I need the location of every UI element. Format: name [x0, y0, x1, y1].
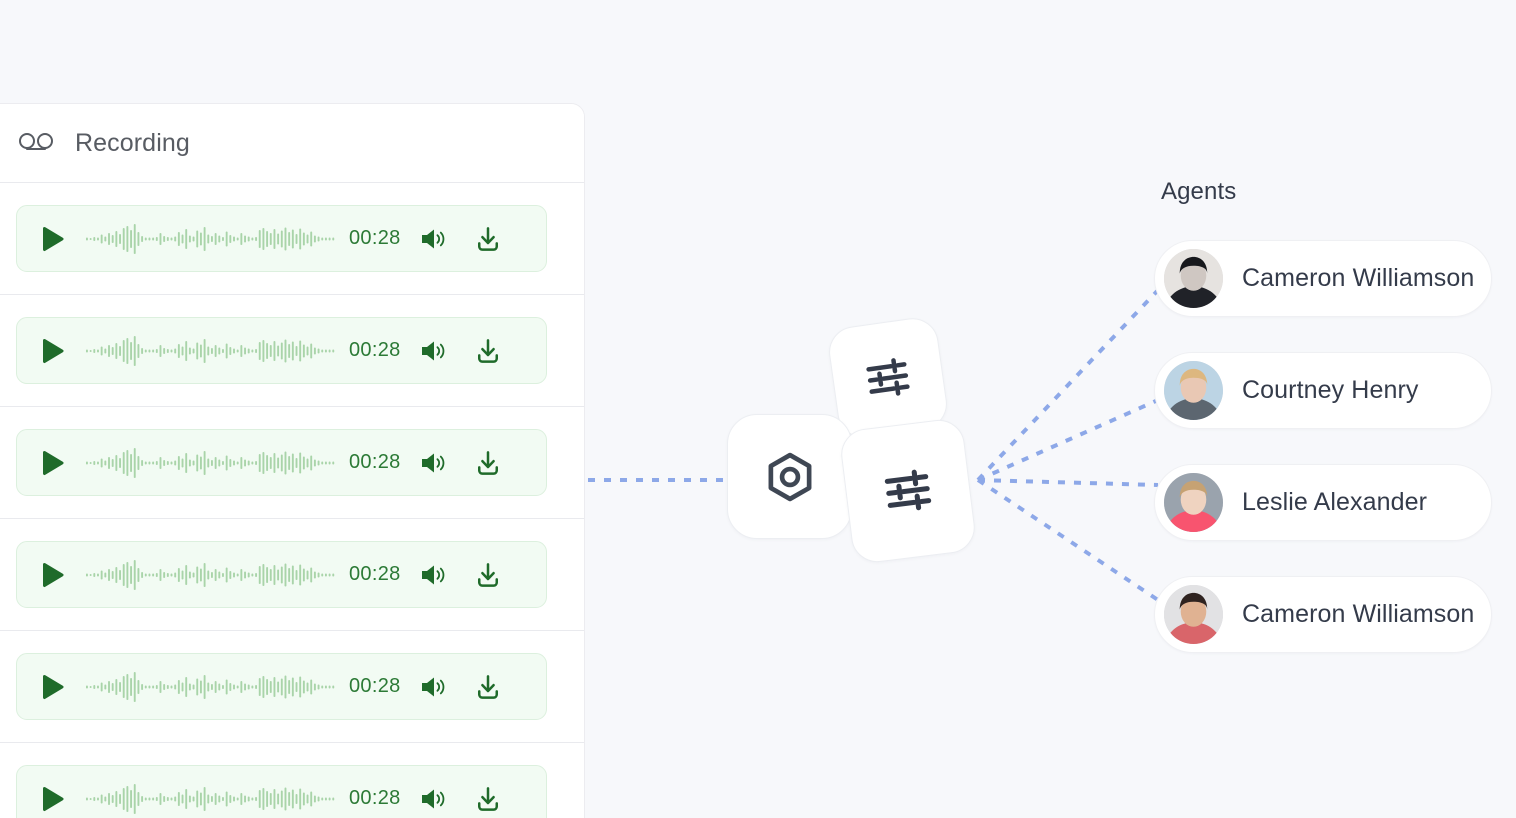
recording-card[interactable]: 00:28 [16, 205, 547, 272]
recording-row[interactable]: 00:28 [0, 631, 584, 743]
recording-row[interactable]: 00:28 [0, 407, 584, 519]
avatar [1164, 361, 1223, 420]
waveform [86, 783, 335, 814]
download-button[interactable] [473, 784, 503, 814]
agent-card[interactable]: Courtney Henry [1154, 352, 1492, 429]
avatar [1164, 473, 1223, 532]
node-sliders-top[interactable] [825, 314, 951, 442]
play-icon [43, 450, 64, 475]
play-button[interactable] [35, 782, 69, 816]
agent-name: Cameron Williamson [1242, 600, 1475, 628]
play-button[interactable] [35, 558, 69, 592]
download-icon [477, 786, 498, 811]
agent-card[interactable]: Leslie Alexander [1154, 464, 1492, 541]
recording-row[interactable]: 00:28 [0, 519, 584, 631]
recording-duration: 00:28 [349, 675, 401, 697]
recording-card[interactable]: 00:28 [16, 429, 547, 496]
play-button[interactable] [35, 334, 69, 368]
recording-card[interactable]: 00:28 [16, 541, 547, 608]
avatar-man-dark-hair [1164, 249, 1223, 308]
waveform [86, 671, 335, 702]
hexagon-nut-icon [768, 452, 811, 501]
download-icon [477, 674, 498, 699]
recording-row[interactable]: 00:28 [0, 183, 584, 295]
recording-duration: 00:28 [349, 227, 401, 249]
voicemail-icon [19, 133, 53, 150]
agents-heading: Agents [1161, 178, 1237, 205]
speaker-icon [421, 341, 444, 360]
recording-card[interactable]: 00:28 [16, 653, 547, 720]
recording-panel-header: Recording [0, 104, 584, 183]
recording-duration: 00:28 [349, 339, 401, 361]
play-icon [43, 226, 64, 251]
avatar [1164, 249, 1223, 308]
recording-card[interactable]: 00:28 [16, 317, 547, 384]
speaker-button[interactable] [419, 562, 449, 588]
avatar-man-beard-plaid [1164, 585, 1223, 644]
play-icon [43, 786, 64, 811]
download-button[interactable] [473, 448, 503, 478]
download-icon [477, 226, 498, 251]
recording-duration: 00:28 [349, 563, 401, 585]
agent-name: Courtney Henry [1242, 376, 1419, 404]
recording-duration: 00:28 [349, 451, 401, 473]
play-icon [43, 562, 64, 587]
sliders-icon [866, 358, 910, 396]
play-button[interactable] [35, 670, 69, 704]
play-icon [43, 338, 64, 363]
download-icon [477, 450, 498, 475]
download-button[interactable] [473, 336, 503, 366]
agent-name: Leslie Alexander [1242, 488, 1428, 516]
sliders-icon [884, 469, 932, 511]
avatar [1164, 585, 1223, 644]
node-sliders-bottom[interactable] [838, 416, 978, 566]
avatar-woman-pink-top [1164, 473, 1223, 532]
speaker-button[interactable] [419, 450, 449, 476]
play-button[interactable] [35, 446, 69, 480]
download-button[interactable] [473, 560, 503, 590]
recording-panel-title: Recording [75, 128, 190, 157]
download-icon [477, 338, 498, 363]
agent-card[interactable]: Cameron Williamson [1154, 240, 1492, 317]
download-button[interactable] [473, 224, 503, 254]
waveform [86, 335, 335, 366]
speaker-icon [421, 789, 444, 808]
speaker-button[interactable] [419, 226, 449, 252]
waveform [86, 447, 335, 478]
waveform [86, 223, 335, 254]
avatar-woman-blonde [1164, 361, 1223, 420]
recording-row[interactable]: 00:28 [0, 295, 584, 407]
recording-row[interactable]: 00:28 [0, 743, 584, 818]
download-button[interactable] [473, 672, 503, 702]
waveform [86, 559, 335, 590]
speaker-icon [421, 565, 444, 584]
agent-name: Cameron Williamson [1242, 264, 1475, 292]
speaker-icon [421, 229, 444, 248]
speaker-icon [421, 677, 444, 696]
play-icon [43, 674, 64, 699]
speaker-button[interactable] [419, 786, 449, 812]
recording-panel: Recording 00:28 [0, 103, 585, 818]
download-icon [477, 562, 498, 587]
speaker-icon [421, 453, 444, 472]
speaker-button[interactable] [419, 674, 449, 700]
recording-duration: 00:28 [349, 787, 401, 809]
agent-card[interactable]: Cameron Williamson [1154, 576, 1492, 653]
speaker-button[interactable] [419, 338, 449, 364]
play-button[interactable] [35, 222, 69, 256]
recording-card[interactable]: 00:28 [16, 765, 547, 818]
node-hexagon[interactable] [727, 414, 852, 539]
